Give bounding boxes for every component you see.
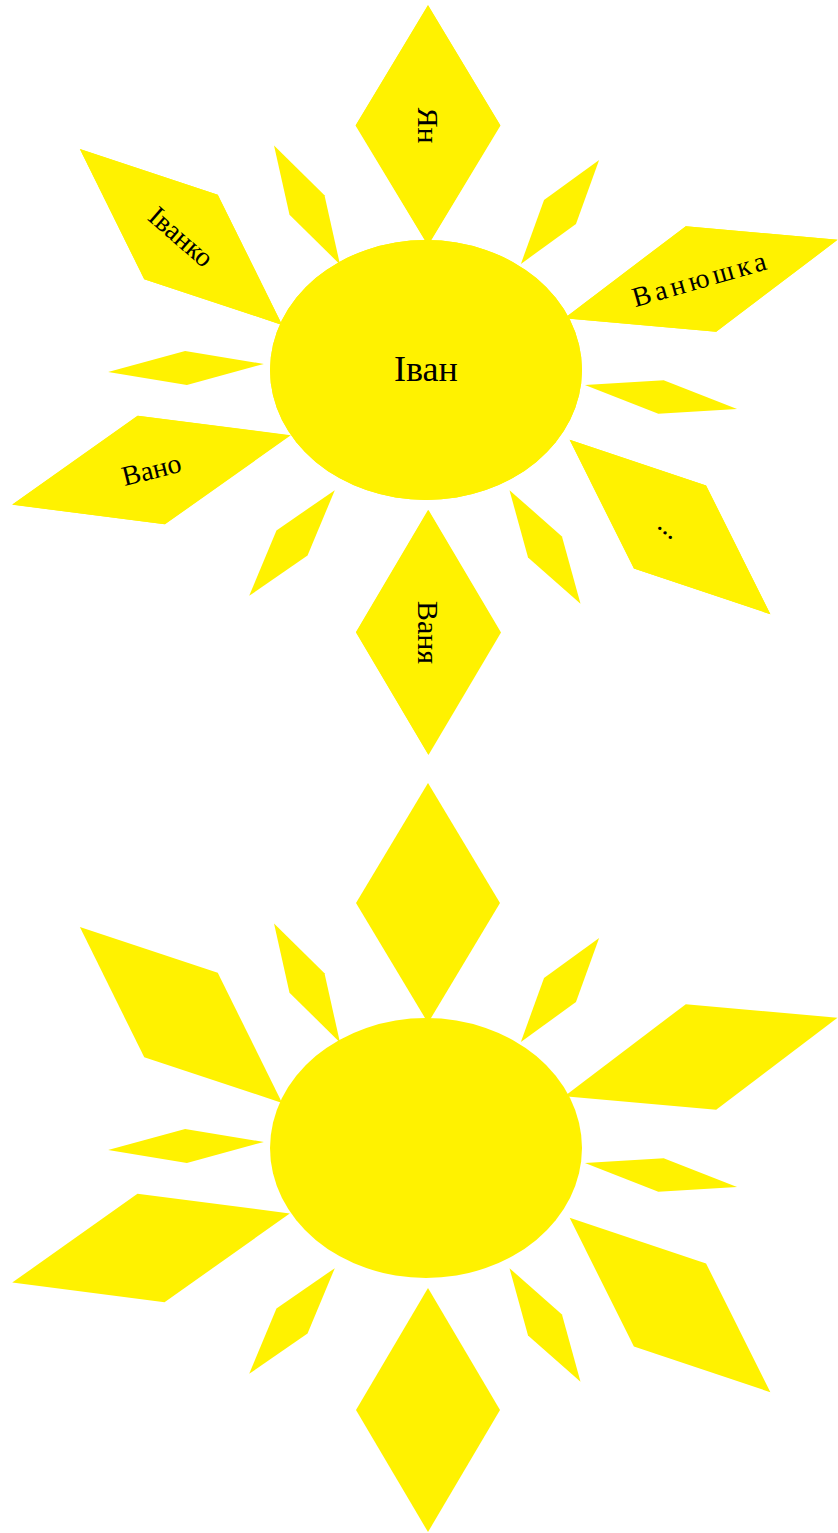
name-label: Ваня [412,600,445,663]
sun-ray: Ванюшка [549,187,838,371]
ray-shape [0,381,304,559]
ray-shape [549,187,838,371]
sun-center: Іван [270,240,582,500]
disc-shape [270,240,582,500]
name-label: Іван [394,350,458,390]
ray-shape [356,5,501,245]
top-sun [0,5,838,754]
ray-shape [356,510,501,755]
name-label: Ян [412,107,445,143]
sun-ray: Ваня [356,510,501,755]
empty-sun [0,783,838,1532]
sun-ray: Вано [0,381,304,559]
sun-ray: ... [534,398,807,656]
ray-shape [43,107,319,367]
sun-ray: Іванко [43,107,319,367]
ray-shape [534,398,807,656]
sun-ray: Ян [356,5,501,245]
